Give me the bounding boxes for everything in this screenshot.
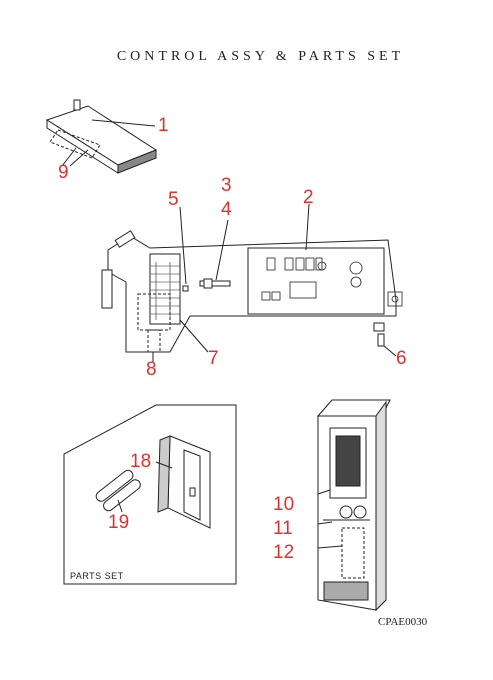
callout-8: 8 <box>146 359 157 380</box>
harness-connector <box>114 230 136 248</box>
callout-9: 9 <box>58 162 69 183</box>
callout-12: 12 <box>273 542 295 563</box>
callout-19: 19 <box>108 512 130 533</box>
part-19-batteries <box>95 469 141 513</box>
remote-controller <box>316 399 391 612</box>
part-18-bracket <box>155 435 211 529</box>
part-4-fuse <box>199 219 231 289</box>
callout-11: 11 <box>273 518 293 539</box>
part-1-sensor-bar <box>45 99 158 174</box>
callout-3: 3 <box>221 175 232 196</box>
leader-9 <box>61 147 77 167</box>
callout-4: 4 <box>221 199 232 220</box>
parts-set-frame <box>63 404 237 585</box>
page-title: CONTROL ASSY & PARTS SET <box>116 49 405 64</box>
callout-5: 5 <box>168 189 179 210</box>
parts-set-label: PARTS SET <box>70 571 124 581</box>
callout-6: 6 <box>396 348 407 369</box>
part-5-component <box>179 206 189 292</box>
drawing-code: CPAE0030 <box>378 616 428 628</box>
callout-18: 18 <box>130 451 152 472</box>
callout-10: 10 <box>273 494 295 515</box>
callout-7: 7 <box>208 348 219 369</box>
part-7-terminal-strip <box>149 253 209 353</box>
callout-1: 1 <box>158 115 169 136</box>
part-8-chip <box>137 293 171 362</box>
callout-2: 2 <box>303 187 314 208</box>
part-6-connector <box>373 322 397 357</box>
